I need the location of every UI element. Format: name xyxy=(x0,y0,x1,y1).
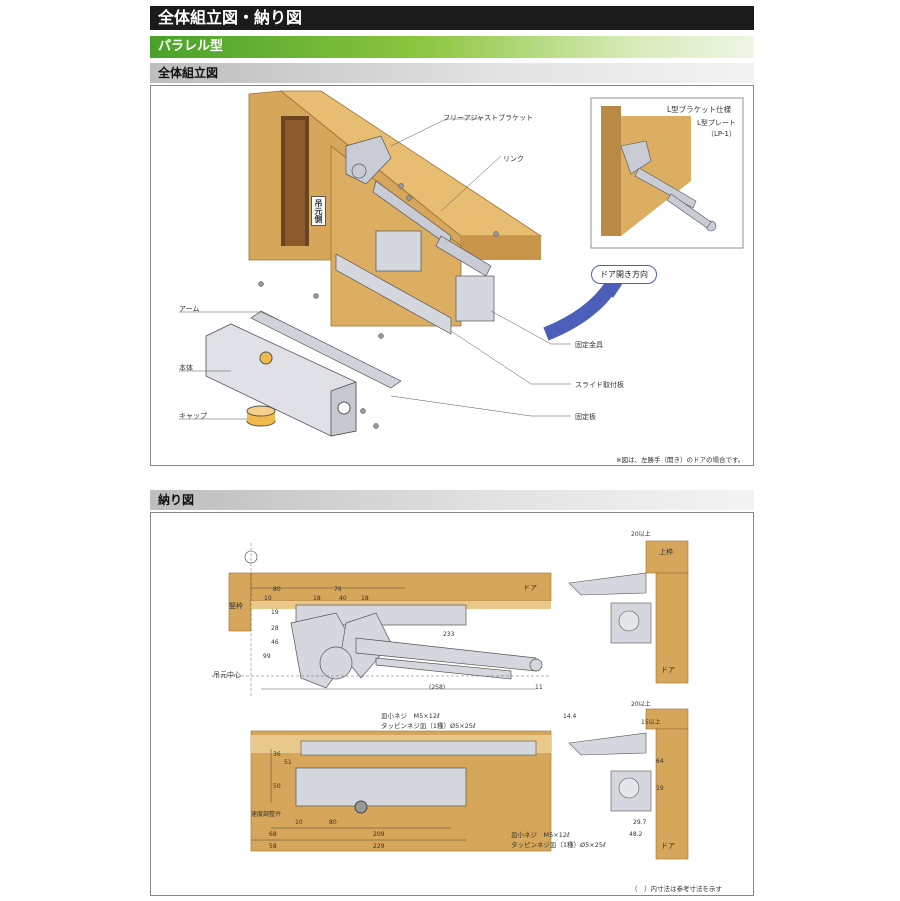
label-body: 本体 xyxy=(179,364,193,372)
screw-note-pan-top: 皿小ネジ M5×12ℓ xyxy=(381,712,440,720)
label-speed-valve: 速度調整弁 xyxy=(251,811,282,818)
dim-80b: 80 xyxy=(329,819,337,826)
label-upper-frame: 上枠 xyxy=(659,548,673,556)
dim-58: 58 xyxy=(269,843,277,850)
label-door-side-bottom: ドア xyxy=(661,842,675,850)
side-bottom-dim-64: 64 xyxy=(656,758,664,765)
screw-note-pan-bottom: 皿小ネジ M5×12ℓ xyxy=(511,831,570,839)
side-bottom-dim-15: 15以上 xyxy=(641,719,661,726)
dim-76: 76 xyxy=(334,586,342,593)
installation-note: （ ）内寸法は参考寸法を示す xyxy=(631,885,722,893)
side-top-dim: 20以上 xyxy=(631,531,651,538)
dim-28: 28 xyxy=(271,625,279,632)
dim-10: 10 xyxy=(264,595,272,602)
label-fixing-bracket: 固定金具 xyxy=(575,341,603,349)
label-fixed-plate: 固定板 xyxy=(575,413,596,421)
dim-36: 36 xyxy=(273,751,281,758)
dim-68: 68 xyxy=(269,831,277,838)
dim-46: 46 xyxy=(271,639,279,646)
dim-229: 229 xyxy=(373,843,385,850)
dim-80: 80 xyxy=(273,586,281,593)
label-free-bracket: フリーアジャストブラケット xyxy=(443,114,534,122)
installation-panel: 竪枠 ドア 吊元中心 速度調整弁 上枠 ドア ドア 80 76 18 40 18… xyxy=(150,512,754,896)
dim-50: 50 xyxy=(273,783,281,790)
label-hinge-center: 吊元中心 xyxy=(213,671,241,679)
label-hinge-side: 吊元側 xyxy=(311,196,326,226)
dim-99: 99 xyxy=(263,653,271,660)
dim-258: (258) xyxy=(429,684,446,691)
label-door-top: ドア xyxy=(523,584,537,592)
screw-note-tapping-top: タッピンネジ皿（1種）Ø5×25ℓ xyxy=(381,722,476,730)
dim-18a: 18 xyxy=(313,595,321,602)
side-bottom-dim-29: 29.7 xyxy=(633,819,647,826)
assembly-note: ※図は、左勝手（開き）のドアの場合です。 xyxy=(616,456,745,464)
label-cap: キャップ xyxy=(179,412,207,420)
inset-plate-label: L型プレート xyxy=(697,119,736,127)
side-bottom-dim-19: 19 xyxy=(656,785,664,792)
dim-51: 51 xyxy=(284,759,292,766)
inset-plate-code: （LP-1） xyxy=(707,130,736,138)
label-frame: 竪枠 xyxy=(229,602,243,610)
dim-209: 209 xyxy=(373,831,385,838)
page-title: 全体組立図・納り図 xyxy=(150,6,754,30)
dim-40: 40 xyxy=(339,595,347,602)
installation-diagram xyxy=(211,540,689,860)
label-door-side-top: ドア xyxy=(661,666,675,674)
dim-10b: 10 xyxy=(295,819,303,826)
label-link: リンク xyxy=(503,155,524,163)
side-bottom-dim-48: 48.2 xyxy=(629,831,643,838)
label-slide-plate: スライド取付板 xyxy=(575,381,624,389)
assembly-panel: フリーアジャストブラケット リンク アーム 本体 キャップ 固定金具 スライド取… xyxy=(150,85,754,466)
side-bottom-dim-20: 20以上 xyxy=(631,701,651,708)
label-arm: アーム xyxy=(179,305,200,313)
dim-18b: 18 xyxy=(361,595,369,602)
side-bottom-dim-14: 14.4 xyxy=(563,713,577,720)
inset-title: L型ブラケット仕様 xyxy=(667,105,732,114)
dim-233: 233 xyxy=(443,631,455,638)
installation-section-title: 納り図 xyxy=(150,490,754,510)
dim-19: 19 xyxy=(271,609,279,616)
assembly-section-title: 全体組立図 xyxy=(150,63,754,83)
screw-note-tapping-bottom: タッピンネジ皿（1種）Ø5×25ℓ xyxy=(511,841,606,849)
assembly-diagram xyxy=(179,90,744,437)
door-direction-badge: ドア開き方向 xyxy=(591,265,657,284)
dim-11: 11 xyxy=(535,684,543,691)
type-banner: パラレル型 xyxy=(150,36,754,58)
